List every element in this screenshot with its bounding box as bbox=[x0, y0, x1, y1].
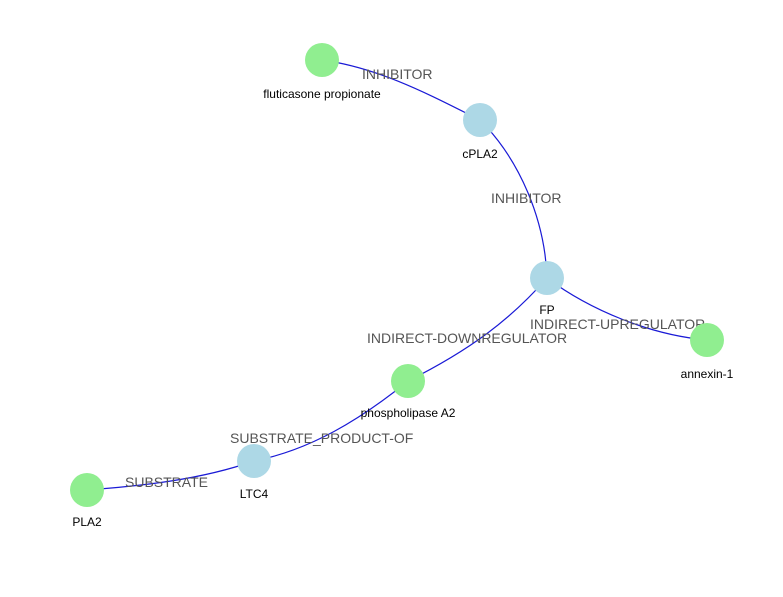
edge-cpla2-fp[interactable] bbox=[479, 119, 548, 279]
edge-label: SUBSTRATE_PRODUCT-OF bbox=[230, 430, 413, 446]
edge-label: INDIRECT-DOWNREGULATOR bbox=[367, 330, 567, 346]
edges bbox=[86, 59, 708, 491]
node-label: cPLA2 bbox=[462, 147, 498, 161]
edge-pla2a-ltc4[interactable] bbox=[253, 380, 409, 462]
node-label: fluticasone propionate bbox=[263, 87, 381, 101]
edge-label: INDIRECT-UPREGULATOR bbox=[530, 316, 705, 332]
node-phospholipase-a2[interactable] bbox=[391, 364, 425, 398]
edge-label: INHIBITOR bbox=[362, 66, 433, 82]
edge-fluticasone-cpla2[interactable] bbox=[321, 59, 481, 121]
nodes bbox=[70, 43, 724, 507]
node-labels: fluticasone propionate cPLA2 FP annexin-… bbox=[72, 87, 733, 529]
node-pla2[interactable] bbox=[70, 473, 104, 507]
node-cpla2[interactable] bbox=[463, 103, 497, 137]
node-fluticasone-propionate[interactable] bbox=[305, 43, 339, 77]
node-label: LTC4 bbox=[240, 487, 269, 501]
node-annexin-1[interactable] bbox=[690, 323, 724, 357]
edge-fp-annexin[interactable] bbox=[546, 277, 708, 341]
edge-labels: INHIBITOR INHIBITOR INDIRECT-UPREGULATOR… bbox=[125, 66, 705, 490]
node-label: phospholipase A2 bbox=[361, 406, 456, 420]
edge-ltc4-pla2[interactable] bbox=[86, 460, 255, 491]
node-fp[interactable] bbox=[530, 261, 564, 295]
edge-fp-pla2a[interactable] bbox=[407, 277, 548, 382]
node-label: FP bbox=[539, 303, 554, 317]
node-label: PLA2 bbox=[72, 515, 102, 529]
edge-label: SUBSTRATE bbox=[125, 474, 208, 490]
node-ltc4[interactable] bbox=[237, 444, 271, 478]
node-label: annexin-1 bbox=[681, 367, 734, 381]
edge-label: INHIBITOR bbox=[491, 190, 562, 206]
